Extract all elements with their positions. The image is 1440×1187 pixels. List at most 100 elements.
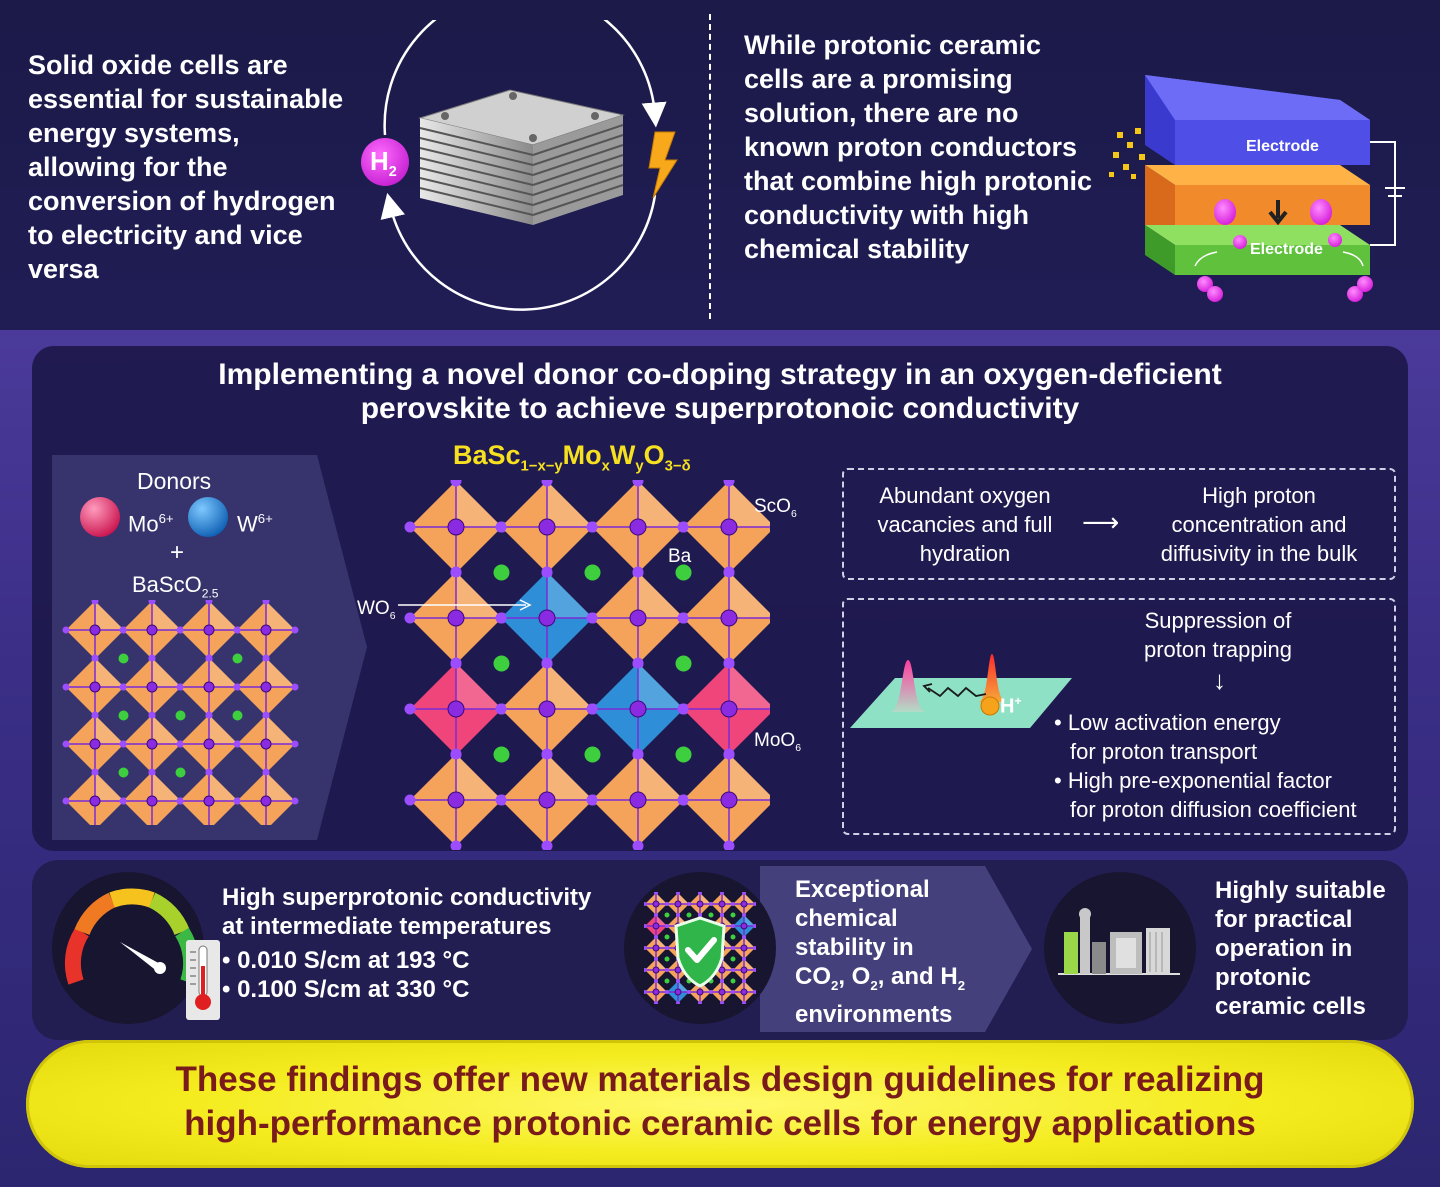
metal-atom	[89, 795, 101, 807]
trapping-arrow: ↓	[1213, 665, 1226, 695]
oxygen-atom	[148, 711, 156, 719]
oxygen-atom	[665, 924, 669, 928]
octahedron-highlight	[744, 937, 755, 948]
oxygen-atom	[665, 968, 669, 972]
lightning-icon	[648, 131, 678, 199]
oxygen-atom	[676, 979, 680, 983]
metal-atom	[89, 738, 101, 750]
octahedron-highlight	[744, 959, 755, 970]
donors-title: Donors	[137, 468, 212, 494]
oxygen-atom	[720, 913, 724, 917]
fuel-cell-stack-illustration	[361, 20, 678, 311]
oxygen-atom	[753, 968, 756, 972]
octahedron-highlight	[729, 754, 770, 800]
metal-atom	[740, 944, 748, 952]
metal-atom	[629, 700, 647, 718]
ba-atom	[708, 912, 714, 918]
octahedron-highlight	[678, 981, 689, 992]
proton-label: H+	[1000, 694, 1022, 718]
oxygen-atom	[723, 748, 735, 760]
conductivity-values: • 0.010 S/cm at 193 °C • 0.100 S/cm at 3…	[222, 947, 470, 1003]
metal-atom	[740, 922, 748, 930]
oxygen-atom	[665, 902, 669, 906]
proton-energy-landscape	[850, 654, 1072, 728]
practical-text: Highly suitable for practical operation …	[1215, 877, 1386, 1020]
octahedron-highlight	[152, 601, 181, 630]
octahedron-highlight	[722, 915, 733, 926]
speedometer-icon	[64, 888, 200, 985]
oxygen-atom	[742, 913, 746, 917]
oxygen-atom	[731, 902, 735, 906]
octahedron-highlight	[456, 663, 502, 709]
oxygen-atom	[541, 480, 553, 487]
octahedron-highlight	[266, 772, 295, 801]
oxygen-atom	[91, 654, 99, 662]
oxygen-atom	[450, 840, 462, 850]
metal-atom	[146, 738, 158, 750]
ba-atom	[175, 767, 186, 778]
octahedron-highlight	[729, 572, 770, 618]
metal-atom	[260, 624, 272, 636]
oxygen-atom	[541, 840, 553, 850]
metal-atom	[674, 900, 682, 908]
metal-atom	[203, 795, 215, 807]
metal-atom	[260, 681, 272, 693]
power-plant-icon	[1058, 908, 1180, 975]
octahedron-highlight	[95, 772, 124, 801]
octahedron-highlight	[456, 481, 502, 527]
metal-atom	[203, 738, 215, 750]
oxygen-atom	[62, 797, 70, 805]
oxygen-atom	[62, 740, 70, 748]
sco6-label: ScO6	[754, 496, 797, 520]
ba-atom	[730, 912, 736, 918]
oxygen-atom	[91, 711, 99, 719]
oxygen-atom	[677, 612, 689, 624]
oxygen-atom	[720, 892, 724, 895]
electrode-cell-illustration	[1109, 75, 1405, 302]
cell-stack-icon	[418, 89, 625, 225]
oxygen-atom	[262, 600, 270, 605]
oxygen-atom	[262, 654, 270, 662]
octahedron-highlight	[266, 601, 295, 630]
metal-atom	[447, 700, 465, 718]
doped-lattice	[404, 480, 770, 850]
metal-atom	[146, 795, 158, 807]
w-label: W6+	[237, 511, 273, 537]
intro-left-text: Solid oxide cells are essential for sust…	[28, 50, 344, 284]
oxygen-atom	[742, 892, 746, 895]
check-icon	[685, 937, 717, 963]
oxygen-atom	[176, 740, 184, 748]
octahedron-highlight	[744, 915, 755, 926]
bullet-activation: • Low activation energy for proton trans…	[1054, 710, 1281, 764]
ba-atom	[118, 653, 129, 664]
octahedron-highlight	[547, 572, 593, 618]
ba-atom	[730, 956, 736, 962]
oxygen-atom	[769, 524, 770, 530]
oxygen-atom	[119, 740, 127, 748]
ba-atom	[664, 956, 670, 962]
ba-atom	[675, 564, 692, 581]
octahedron-highlight	[95, 601, 124, 630]
ba-atom	[686, 912, 692, 918]
octahedron-highlight	[722, 959, 733, 970]
oxygen-atom	[586, 703, 598, 715]
w-atom-icon	[188, 497, 228, 537]
oxygen-atom	[677, 794, 689, 806]
metal-atom	[538, 518, 556, 536]
octahedron-highlight	[547, 481, 593, 527]
octahedron-highlight	[656, 981, 667, 992]
octahedron-highlight	[456, 754, 502, 800]
ba-atom	[664, 934, 670, 940]
metal-atom	[652, 922, 660, 930]
mo-atom-icon	[80, 497, 120, 537]
metal-atom	[629, 609, 647, 627]
oxygen-atom	[148, 600, 156, 605]
oxygen-atom	[586, 521, 598, 533]
ba-atom	[493, 746, 510, 763]
metal-atom	[146, 681, 158, 693]
oxygen-atom	[769, 797, 770, 803]
metal-atom	[718, 966, 726, 974]
oxygen-atom	[541, 657, 553, 669]
metal-atom	[696, 900, 704, 908]
ba-atom	[232, 710, 243, 721]
